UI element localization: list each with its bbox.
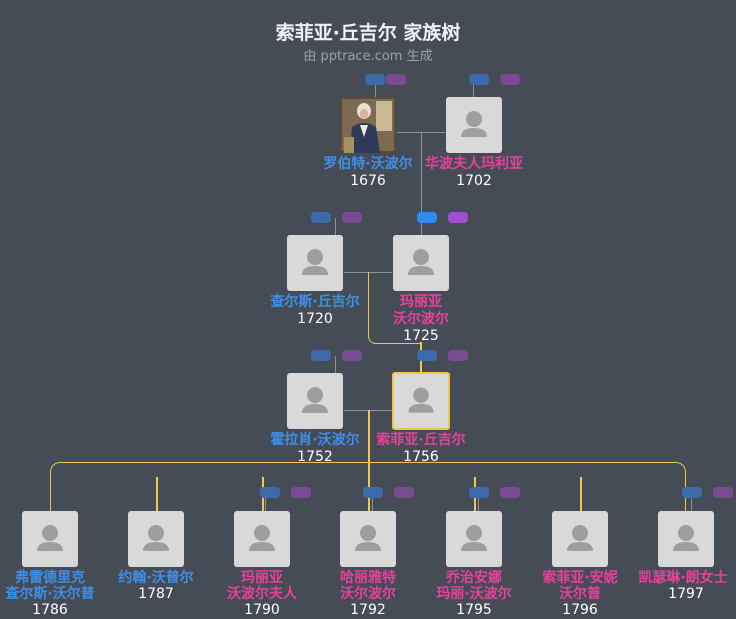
expand-mother-button[interactable] (713, 487, 733, 498)
person-name-maria-child-line1: 玛丽亚 (241, 570, 283, 586)
person-card-harriet[interactable] (340, 511, 396, 567)
person-name-frederick-line1: 弗雷德里克 (15, 570, 85, 586)
person-name-charles: 查尔斯·丘吉尔 (270, 294, 360, 310)
expand-father-button[interactable] (260, 487, 280, 498)
person-year-horace: 1752 (297, 449, 333, 465)
expand-mother-button[interactable] (394, 487, 414, 498)
person-year-maria: 1725 (403, 328, 439, 344)
person-silhouette-icon (461, 525, 487, 551)
person-card-horace[interactable] (287, 373, 343, 429)
page-title: 索菲亚·丘吉尔 家族树 (275, 22, 461, 44)
person-card-charles[interactable] (287, 235, 343, 291)
children-bracket-left (50, 462, 370, 512)
person-card-maria-child[interactable] (234, 511, 290, 567)
person-name-sophia: 索菲亚·丘吉尔 (376, 432, 466, 448)
person-silhouette-icon (302, 387, 328, 413)
connector-line (473, 80, 474, 98)
expand-mother-button[interactable] (500, 487, 520, 498)
children-bracket-right (368, 462, 686, 512)
expand-father-button[interactable] (469, 74, 489, 85)
person-year-catherine: 1797 (668, 586, 704, 602)
person-year-frederick: 1786 (32, 602, 68, 618)
person-name-frederick-line2: 查尔斯·沃尔普 (5, 586, 95, 602)
expand-father-button[interactable] (363, 487, 383, 498)
expand-mother-button[interactable] (500, 74, 520, 85)
subtitle-site-link[interactable]: pptrace.com (320, 49, 403, 64)
connector-line (265, 493, 266, 511)
person-year-maria-child: 1790 (244, 602, 280, 618)
person-silhouette-icon (408, 387, 434, 413)
person-card-robert[interactable] (340, 97, 396, 153)
person-name-harriet-line1: 哈丽雅特 (340, 570, 396, 586)
person-name-john: 约翰·沃普尔 (118, 570, 194, 586)
person-silhouette-icon (673, 525, 699, 551)
lineage-path (580, 477, 582, 512)
subtitle-suffix: 生成 (406, 49, 433, 64)
person-name-maria-line1: 玛丽亚 (400, 294, 442, 310)
person-silhouette-icon (355, 525, 381, 551)
person-year-georgiana: 1795 (456, 602, 492, 618)
person-name-georgiana-line1: 乔治安娜 (446, 570, 502, 586)
expand-mother-button[interactable] (448, 212, 468, 223)
person-year-maria-elder: 1702 (456, 173, 492, 189)
person-card-maria[interactable] (393, 235, 449, 291)
expand-mother-button[interactable] (291, 487, 311, 498)
person-silhouette-icon (302, 249, 328, 275)
expand-father-button[interactable] (469, 487, 489, 498)
person-year-robert: 1676 (350, 173, 386, 189)
person-silhouette-icon (143, 525, 169, 551)
person-year-sophia-anne: 1796 (562, 602, 598, 618)
portrait-photo (340, 97, 396, 153)
person-name-maria-line2: 沃尔波尔 (393, 311, 449, 327)
person-name-catherine: 凯瑟琳·朗女士 (638, 570, 728, 586)
subtitle-prefix: 由 (303, 49, 317, 64)
expand-mother-button[interactable] (342, 212, 362, 223)
person-year-john: 1787 (138, 586, 174, 602)
person-silhouette-icon (37, 525, 63, 551)
person-name-sophia-anne-line1: 索菲亚·安妮 (542, 570, 618, 586)
person-name-horace: 霍拉肖·沃波尔 (270, 432, 360, 448)
connector-line (375, 80, 376, 98)
person-name-robert: 罗伯特·沃波尔 (323, 156, 413, 172)
descent-line (421, 132, 422, 235)
connector-line (335, 218, 336, 235)
expand-father-button[interactable] (417, 350, 437, 361)
connector-line (335, 356, 336, 373)
person-card-georgiana[interactable] (446, 511, 502, 567)
person-card-john[interactable] (128, 511, 184, 567)
expand-father-button[interactable] (417, 212, 437, 223)
person-silhouette-icon (408, 249, 434, 275)
expand-father-button[interactable] (682, 487, 702, 498)
page-subtitle: 由 pptrace.com 生成 (0, 45, 736, 64)
lineage-path-curve (368, 272, 422, 344)
expand-father-button[interactable] (311, 212, 331, 223)
person-name-georgiana-line2: 玛丽·沃波尔 (436, 586, 512, 602)
person-card-maria-elder[interactable] (446, 97, 502, 153)
connector-line (478, 493, 479, 511)
person-name-harriet-line2: 沃尔波尔 (340, 586, 396, 602)
expand-mother-button[interactable] (448, 350, 468, 361)
person-name-maria-elder: 华波夫人玛利亚 (425, 156, 523, 172)
person-card-sophia-focus[interactable] (392, 372, 450, 430)
person-card-frederick[interactable] (22, 511, 78, 567)
expand-mother-button[interactable] (342, 350, 362, 361)
expand-father-button[interactable] (311, 350, 331, 361)
lineage-path (156, 477, 158, 512)
person-silhouette-icon (249, 525, 275, 551)
connector-line (691, 493, 692, 511)
person-year-harriet: 1792 (350, 602, 386, 618)
person-name-maria-child-line2: 沃波尔夫人 (227, 586, 297, 602)
person-card-catherine[interactable] (658, 511, 714, 567)
person-card-sophia-anne[interactable] (552, 511, 608, 567)
person-year-sophia: 1756 (403, 449, 439, 465)
expand-father-button[interactable] (365, 74, 385, 85)
person-silhouette-icon (461, 111, 487, 137)
expand-mother-button[interactable] (386, 74, 406, 85)
lineage-path (368, 410, 370, 478)
person-name-sophia-anne-line2: 沃尔普 (559, 586, 601, 602)
person-year-charles: 1720 (297, 311, 333, 327)
person-silhouette-icon (567, 525, 593, 551)
